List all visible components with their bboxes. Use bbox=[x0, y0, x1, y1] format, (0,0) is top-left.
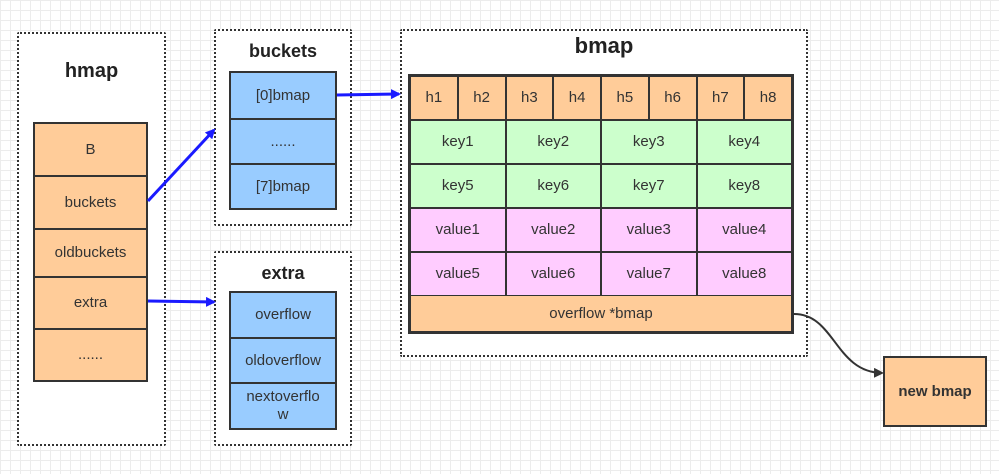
key-cell-8: key8 bbox=[696, 164, 792, 208]
key-cell-7: key7 bbox=[601, 164, 697, 208]
value-cell-7: value7 bbox=[601, 252, 697, 296]
extra-item-nextoverflow: nextoverflo w bbox=[229, 382, 337, 430]
tophash-cell-6: h6 bbox=[648, 76, 697, 120]
tophash-cell-8: h8 bbox=[744, 76, 792, 120]
hmap-field-extra: extra bbox=[33, 276, 148, 330]
key-cell-6: key6 bbox=[505, 164, 601, 208]
tophash-cell-4: h4 bbox=[553, 76, 601, 120]
value-cell-3: value3 bbox=[601, 208, 697, 252]
extra-item-overflow: overflow bbox=[229, 291, 337, 339]
key-cell-3: key3 bbox=[601, 120, 697, 164]
extra-item-oldoverflow: oldoverflow bbox=[229, 337, 337, 384]
bmap-overflow-field: overflow *bmap bbox=[410, 295, 792, 332]
key-cell-5: key5 bbox=[410, 164, 506, 208]
value-cell-6: value6 bbox=[505, 252, 601, 296]
new-bmap-box: new bmap bbox=[883, 356, 987, 427]
key-cell-2: key2 bbox=[505, 120, 601, 164]
tophash-cell-7: h7 bbox=[696, 76, 745, 120]
extra-title: extra bbox=[261, 263, 305, 283]
tophash-cell-5: h5 bbox=[601, 76, 649, 120]
buckets-title: buckets bbox=[248, 41, 318, 61]
bucket-item-ellipsis: ...... bbox=[229, 118, 337, 165]
bmap-title: bmap bbox=[574, 33, 634, 58]
value-cell-4: value4 bbox=[696, 208, 792, 252]
value-cell-1: value1 bbox=[410, 208, 506, 252]
tophash-cell-3: h3 bbox=[505, 76, 554, 120]
hmap-field-more: ...... bbox=[33, 328, 148, 382]
hmap-title: hmap bbox=[64, 60, 119, 82]
hmap-field-oldbuckets: oldbuckets bbox=[33, 228, 148, 278]
tophash-cell-1: h1 bbox=[410, 76, 458, 120]
hmap-field-b: B bbox=[33, 122, 148, 177]
tophash-cell-2: h2 bbox=[457, 76, 506, 120]
value-cell-8: value8 bbox=[696, 252, 792, 296]
key-cell-1: key1 bbox=[410, 120, 506, 164]
value-cell-5: value5 bbox=[410, 252, 506, 296]
bucket-item-7: [7]bmap bbox=[229, 163, 337, 210]
key-cell-4: key4 bbox=[696, 120, 792, 164]
hmap-field-buckets: buckets bbox=[33, 175, 148, 230]
bucket-item-0: [0]bmap bbox=[229, 71, 337, 120]
value-cell-2: value2 bbox=[505, 208, 601, 252]
